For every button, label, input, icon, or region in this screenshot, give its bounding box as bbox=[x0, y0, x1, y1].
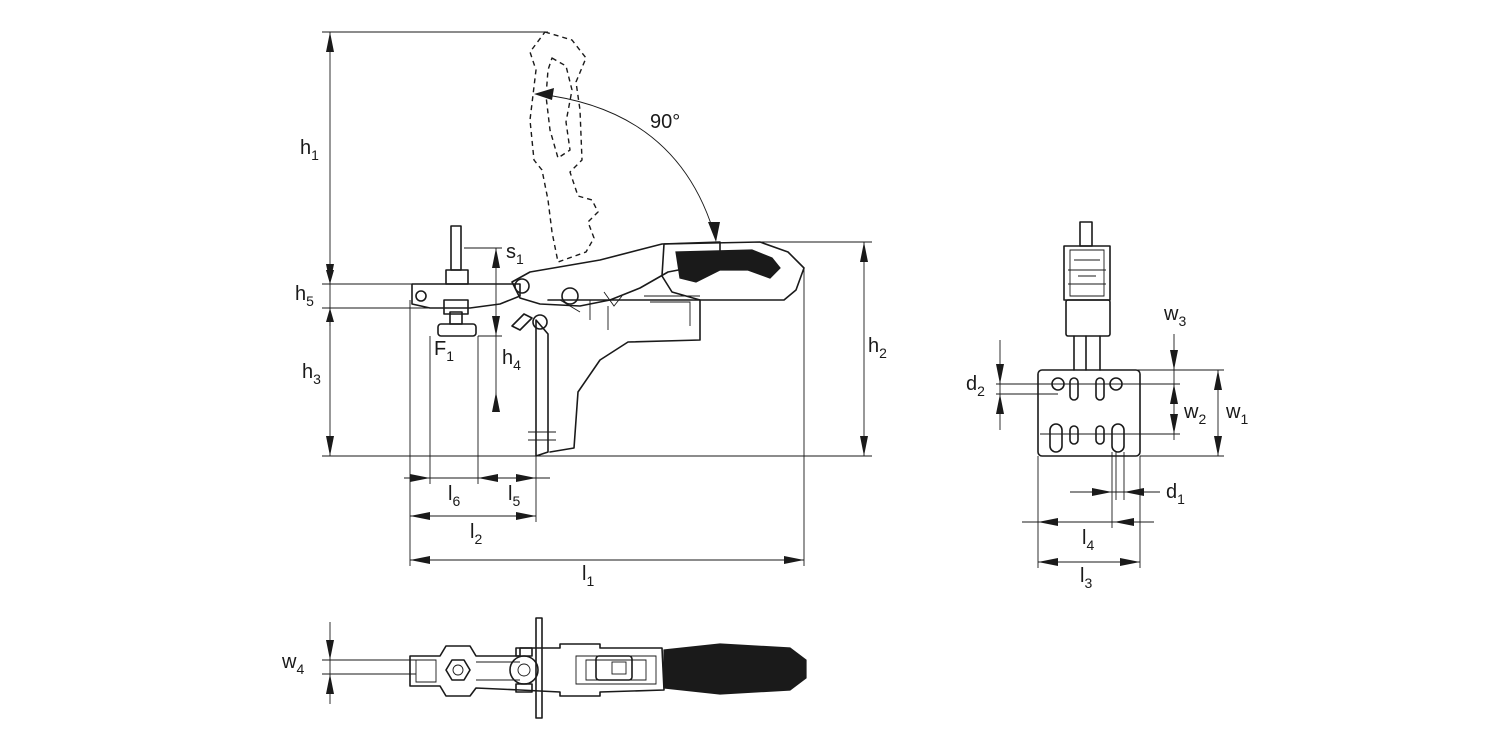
front-view-labels: w3 d2 w2 w1 d1 l4 l3 bbox=[966, 303, 1248, 591]
clamp-head-detail bbox=[1068, 249, 1106, 297]
label-d1: d1 bbox=[1166, 481, 1185, 507]
top-pivot-ring bbox=[509, 655, 539, 685]
label-l3: l3 bbox=[1080, 565, 1092, 591]
label-d2: d2 bbox=[966, 373, 985, 399]
slot-lower-left-inner bbox=[1069, 425, 1079, 445]
slot-lower-left-outer bbox=[1049, 423, 1063, 453]
top-link-inner bbox=[611, 661, 627, 675]
side-view-dimensions bbox=[322, 31, 872, 566]
arrow bbox=[1170, 414, 1178, 434]
bracket-ticks bbox=[528, 431, 556, 441]
arrow bbox=[534, 88, 720, 242]
top-link bbox=[595, 655, 633, 681]
pressure-pad bbox=[437, 323, 477, 337]
spindle-nut-upper bbox=[445, 269, 469, 285]
base-body bbox=[411, 283, 521, 309]
top-pivot-inner bbox=[517, 663, 531, 677]
ext-front bbox=[996, 369, 1224, 568]
pivot-1 bbox=[514, 278, 530, 294]
arrow bbox=[996, 364, 1004, 414]
label-l6: l6 bbox=[448, 483, 460, 509]
ext-verticals bbox=[409, 268, 805, 566]
pivot-2 bbox=[561, 287, 579, 305]
neck-upper bbox=[1065, 299, 1111, 337]
arrow bbox=[326, 640, 334, 694]
bracket-inner bbox=[589, 295, 700, 330]
slot-lower-right-inner bbox=[1095, 425, 1105, 445]
ext-w4 bbox=[322, 659, 416, 675]
top-pin-1 bbox=[515, 647, 533, 657]
spindle-nut-lower bbox=[443, 299, 469, 315]
arrow bbox=[1092, 488, 1144, 496]
label-l2: l2 bbox=[470, 521, 482, 547]
arrow bbox=[326, 436, 334, 456]
arrow bbox=[1038, 518, 1134, 526]
top-hex-hole bbox=[452, 664, 464, 676]
label-h4: h4 bbox=[502, 347, 521, 373]
slot-top-right bbox=[1095, 377, 1105, 401]
label-h2: h2 bbox=[868, 335, 887, 361]
top-body-detail bbox=[415, 655, 657, 685]
handle-grip bbox=[661, 241, 805, 301]
label-w3: w3 bbox=[1163, 303, 1186, 329]
top-pin-2 bbox=[515, 683, 533, 693]
front-view-dimensions bbox=[996, 334, 1224, 568]
lower-bracket bbox=[547, 299, 701, 453]
top-handle bbox=[663, 643, 807, 695]
label-l5: l5 bbox=[508, 483, 520, 509]
arrow bbox=[1214, 370, 1222, 456]
angle-label: 90° bbox=[650, 111, 680, 133]
slot-lower-right-outer bbox=[1111, 423, 1125, 453]
spindle-top bbox=[1079, 221, 1093, 247]
slot-top-left bbox=[1069, 377, 1079, 401]
arrow bbox=[492, 392, 500, 412]
link-small bbox=[511, 313, 533, 331]
front-view bbox=[1037, 221, 1180, 457]
pivot-3 bbox=[532, 314, 548, 330]
label-l4: l4 bbox=[1082, 527, 1094, 553]
label-w4: w4 bbox=[281, 651, 304, 677]
label-s1: s1 bbox=[506, 241, 524, 267]
base-hole bbox=[415, 290, 427, 302]
label-w1: w1 bbox=[1225, 401, 1248, 427]
top-hex-nut bbox=[445, 659, 471, 681]
clamp-head bbox=[1063, 245, 1111, 301]
clamp-arm bbox=[511, 241, 721, 307]
arrow bbox=[492, 248, 500, 336]
top-handle-neck bbox=[661, 649, 665, 689]
side-view-labels: 90° h1 h5 h3 s1 F1 h4 h2 l6 l5 l2 l1 bbox=[295, 111, 887, 589]
top-view bbox=[409, 617, 807, 719]
label-w2: w2 bbox=[1183, 401, 1206, 427]
neck-lower bbox=[1073, 335, 1101, 371]
spindle-upper bbox=[450, 225, 462, 271]
side-view bbox=[411, 31, 805, 457]
top-spindle bbox=[535, 617, 543, 719]
label-h1: h1 bbox=[300, 137, 319, 163]
label-h5: h5 bbox=[295, 283, 314, 309]
label-F1: F1 bbox=[434, 338, 454, 364]
open-handle-outline bbox=[529, 31, 599, 263]
arrow bbox=[1170, 350, 1178, 404]
link-mid bbox=[559, 291, 623, 313]
plate-centerlines bbox=[1040, 383, 1180, 435]
label-l1: l1 bbox=[582, 563, 594, 589]
base-plate bbox=[1037, 369, 1141, 457]
top-view-dimensions: w4 bbox=[281, 622, 416, 704]
label-h3: h3 bbox=[302, 361, 321, 387]
angle-arc bbox=[537, 93, 717, 241]
handle-grip-recess bbox=[675, 249, 781, 283]
open-handle-inner bbox=[545, 57, 573, 159]
vertical-plate bbox=[535, 319, 549, 457]
